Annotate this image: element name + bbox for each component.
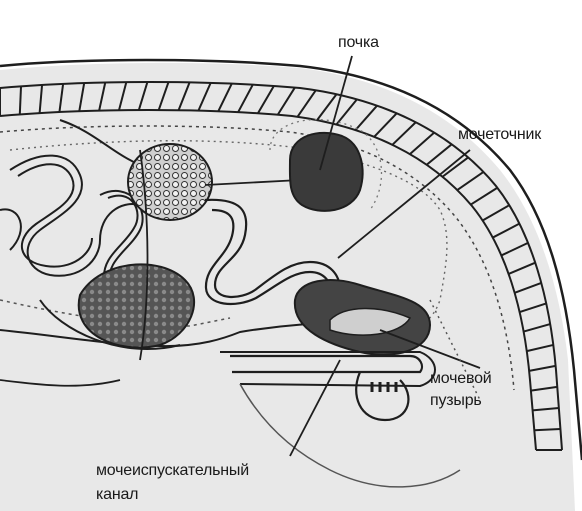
label-ureter: мочеточник — [458, 126, 541, 144]
vertebra-tick — [20, 86, 21, 114]
label-urethra-line2: канал — [96, 486, 138, 504]
label-bladder-line1: мочевой — [430, 370, 492, 388]
label-bladder-line2: пузырь — [430, 392, 482, 410]
vertebra-tick — [534, 429, 560, 430]
label-urethra-line1: мочеиспускательный — [96, 462, 249, 480]
stomach — [79, 264, 194, 347]
label-kidney: почка — [338, 34, 379, 52]
